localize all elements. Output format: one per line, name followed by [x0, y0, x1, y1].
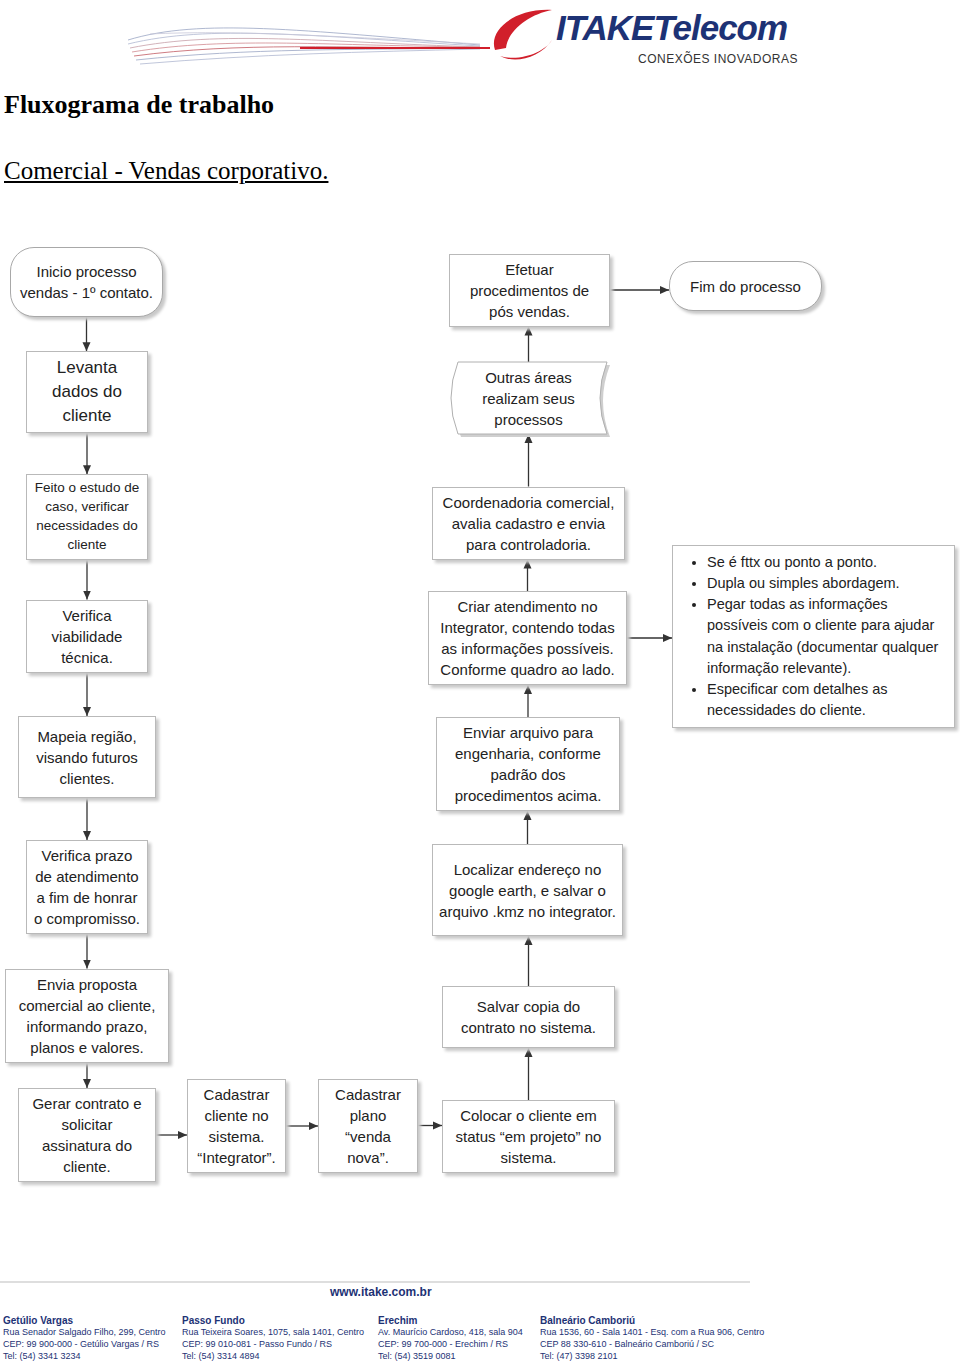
office-name: Erechim [378, 1315, 417, 1326]
flow-arrow [418, 1125, 442, 1126]
process-box: Localizar endereço no google earth, e sa… [432, 844, 623, 936]
office-detail: CEP 88 330-610 - Balneário Camboriú / SC [540, 1339, 714, 1349]
terminator-box: Fim do processo [669, 261, 822, 311]
subtitle: Comercial - Vendas corporativo. [4, 157, 328, 185]
process-box: Verifica viabilidade técnica. [26, 600, 148, 673]
office-detail: Rua 1536, 60 - Sala 1401 - Esq. com a Ru… [540, 1327, 764, 1337]
logo-swoosh [500, 40, 552, 59]
flow-arrow [86, 317, 87, 351]
bullet-item: Pegar todas as informações possíveis com… [707, 594, 946, 678]
process-box: Verifica prazo de atendimento a fim de h… [26, 840, 148, 934]
office-detail: Rua Senador Salgado Filho, 299, Centro [3, 1327, 166, 1337]
office-name: Balneário Camboriú [540, 1315, 635, 1326]
office-detail: Tel: (47) 3398 2101 [540, 1351, 618, 1361]
office-detail: Av. Maurício Cardoso, 418, sala 904 [378, 1327, 523, 1337]
process-box: Levanta dados do cliente [26, 351, 148, 432]
logo-swoosh [494, 10, 552, 50]
process-box: Envia proposta comercial ao cliente, inf… [5, 969, 169, 1063]
box-text: Efetuar procedimentos de pós vendas. [456, 259, 603, 322]
box-text: Enviar arquivo para engenharia, conforme… [443, 722, 613, 806]
box-text: Levanta dados do cliente [33, 356, 141, 427]
flow-arrow [610, 289, 669, 290]
bullet-item: Se é fttx ou ponto a ponto. [707, 552, 946, 573]
process-box: Gerar contrato e solicitar assinatura do… [18, 1088, 156, 1182]
terminator-box: Inicio processo vendas - 1º contato. [10, 247, 163, 317]
red-rule [300, 47, 490, 49]
flow-arrow [527, 685, 528, 717]
process-box: Efetuar procedimentos de pós vendas. [449, 254, 610, 327]
process-box: Enviar arquivo para engenharia, conforme… [436, 717, 620, 811]
website: www.itake.com.br [330, 1285, 432, 1299]
box-text: Gerar contrato e solicitar assinatura do… [25, 1093, 149, 1177]
flow-arrow [528, 936, 529, 986]
flow-arrow [627, 637, 672, 638]
flow-arrow [527, 560, 528, 592]
box-text: Coordenadoria comercial, avalia cadastro… [439, 492, 618, 555]
flow-arrow [86, 934, 87, 969]
box-text: Feito o estudo de caso, verificar necess… [33, 479, 141, 555]
box-text: Mapeia região, visando futuros clientes. [25, 726, 149, 789]
process-box: Cadastrar plano “venda nova”. [318, 1079, 418, 1173]
bullet-item: Especificar com detalhes as necessidades… [707, 679, 946, 721]
bullet-list: Se é fttx ou ponto a ponto.Dupla ou simp… [685, 552, 946, 720]
box-text: Cadastrar cliente no sistema. “Integrato… [194, 1084, 279, 1168]
process-box: Mapeia região, visando futuros clientes. [18, 716, 156, 798]
logo-tagline: CONEXÕES INOVADORAS [638, 52, 798, 66]
box-text: Outras áreas realizam seus processos [456, 367, 601, 430]
box-text: Localizar endereço no google earth, e sa… [439, 859, 616, 922]
logo-text: ITAKETelecom [556, 8, 787, 48]
box-text: Criar atendimento no Integrator, contend… [435, 596, 620, 680]
flow-arrow [527, 811, 528, 844]
process-box: Coordenadoria comercial, avalia cadastro… [432, 487, 625, 560]
note-box: Se é fttx ou ponto a ponto.Dupla ou simp… [672, 545, 955, 727]
box-text: Verifica prazo de atendimento a fim de h… [33, 845, 141, 929]
process-box: Colocar o cliente em status “em projeto”… [442, 1100, 615, 1173]
bullet-item: Dupla ou simples abordagem. [707, 573, 946, 594]
process-box: Salvar copia do contrato no sistema. [442, 986, 615, 1048]
box-text: Cadastrar plano “venda nova”. [325, 1084, 411, 1168]
office-detail: Rua Teixeira Soares, 1075, sala 1401, Ce… [182, 1327, 364, 1337]
box-text: Verifica viabilidade técnica. [33, 605, 141, 668]
office-detail: Tel: (54) 3341 3234 [3, 1351, 81, 1361]
flow-arrow [86, 560, 87, 600]
box-text: Inicio processo vendas - 1º contato. [17, 261, 156, 303]
process-box: Cadastrar cliente no sistema. “Integrato… [187, 1079, 286, 1173]
flow-arrow [86, 1063, 87, 1089]
box-text: Envia proposta comercial ao cliente, inf… [12, 974, 162, 1058]
office-name: Getúlio Vargas [3, 1315, 73, 1326]
wave-border [451, 362, 607, 434]
process-box: Criar atendimento no Integrator, contend… [428, 591, 627, 685]
box-text: Colocar o cliente em status “em projeto”… [449, 1105, 608, 1168]
box-text: Salvar copia do contrato no sistema. [449, 996, 608, 1038]
office-detail: CEP: 99 700-000 - Erechim / RS [378, 1339, 508, 1349]
wave-lines [128, 28, 480, 64]
flow-arrow [86, 433, 87, 475]
flow-arrow [286, 1125, 318, 1126]
office-detail: CEP: 99 900-000 - Getúlio Vargas / RS [3, 1339, 159, 1349]
page-title: Fluxograma de trabalho [4, 90, 274, 120]
office-detail: CEP: 99 010-081 - Passo Fundo / RS [182, 1339, 332, 1349]
footer-rule [0, 1282, 750, 1283]
process-box: Outras áreas realizam seus processos [450, 362, 607, 434]
process-box: Feito o estudo de caso, verificar necess… [26, 474, 148, 560]
flow-arrow [528, 1048, 529, 1100]
flow-arrow [528, 434, 529, 487]
flow-arrow [156, 1134, 187, 1135]
box-text: Fim do processo [690, 276, 801, 297]
flow-arrow [86, 798, 87, 840]
flow-arrow [528, 327, 529, 363]
office-detail: Tel: (54) 3519 0081 [378, 1351, 456, 1361]
office-name: Passo Fundo [182, 1315, 245, 1326]
office-detail: Tel: (54) 3314 4894 [182, 1351, 260, 1361]
flow-arrow [86, 673, 87, 717]
